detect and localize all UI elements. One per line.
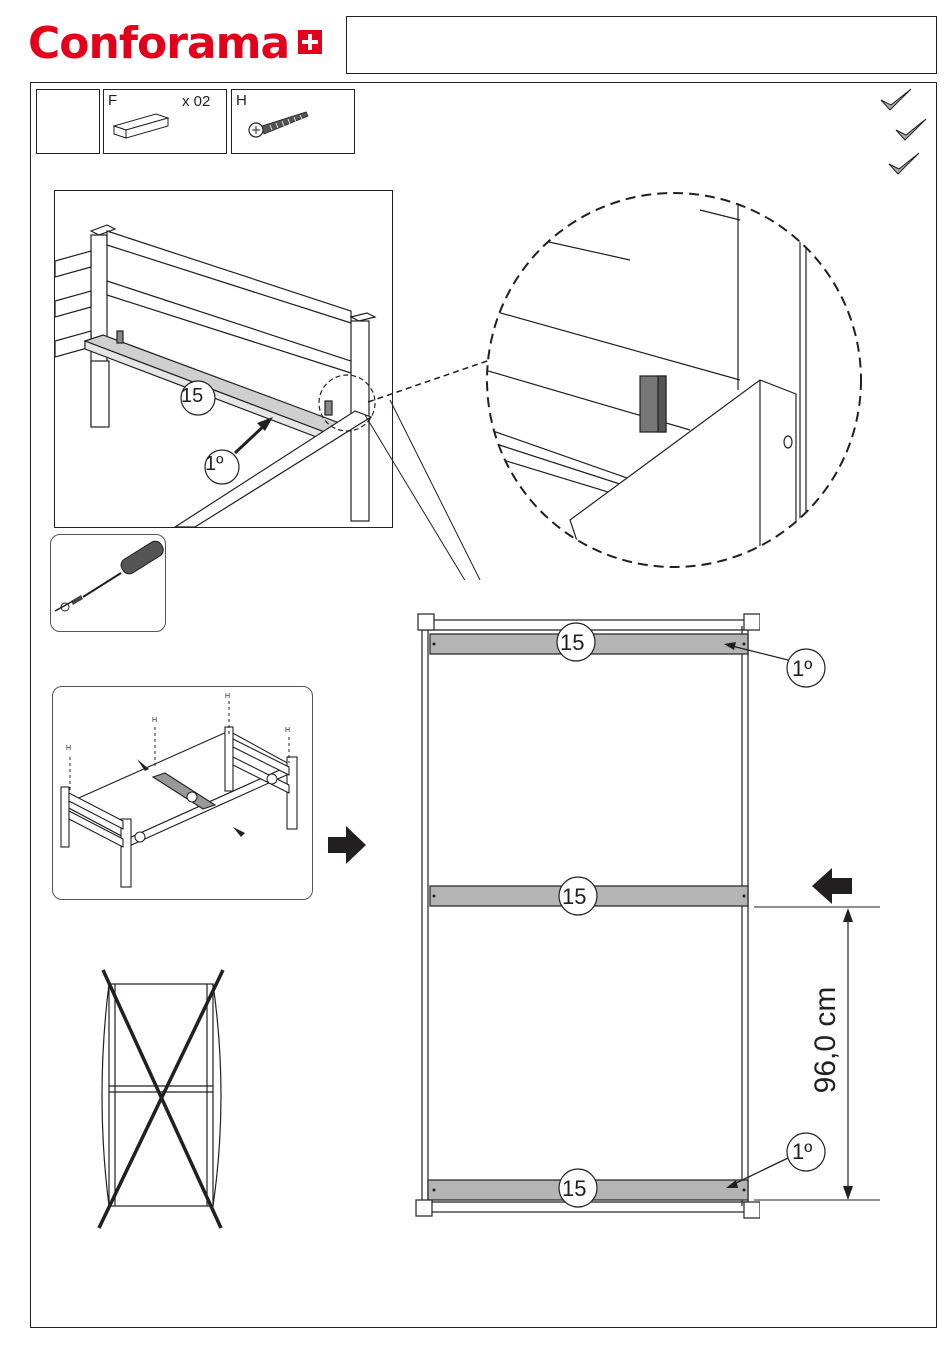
- order-callout-1: 1º: [205, 453, 223, 476]
- bed-frame-top-view: [410, 608, 760, 1224]
- part-cell-h: H: [231, 89, 355, 154]
- screwdriver-icon: [51, 535, 165, 631]
- magnified-detail: [360, 180, 880, 580]
- order-label-top: 1º: [792, 656, 812, 682]
- dimension-label: 96,0 cm: [806, 960, 846, 1120]
- title-box: [346, 16, 937, 74]
- screw-label: H: [152, 717, 157, 724]
- swiss-cross-icon: [298, 30, 322, 54]
- corner-post: [418, 614, 434, 630]
- screw-label: H: [285, 727, 290, 734]
- part-callout-15-middle: 15: [562, 884, 586, 910]
- check-icon: [878, 86, 914, 116]
- screw-label: H: [225, 693, 230, 700]
- screw-label: H: [66, 745, 71, 752]
- arrow-left-icon: [812, 868, 852, 904]
- part-cell-f: F x 02: [103, 89, 227, 154]
- detail-panel: [54, 190, 393, 528]
- part-callout-15: 15: [181, 385, 203, 408]
- screw-icon: [240, 104, 320, 144]
- part-callout-15-top: 15: [560, 630, 584, 656]
- corner-post: [744, 614, 760, 630]
- tool-panel: [50, 534, 166, 632]
- headboard-perspective-illustration: [55, 191, 392, 527]
- incorrect-layout-crossed: [95, 966, 230, 1232]
- check-icon: [886, 150, 922, 180]
- dowel-icon: [110, 102, 180, 142]
- part-callout-15-bottom: 15: [562, 1176, 586, 1202]
- brand-logo: Conforama: [28, 22, 289, 66]
- corner-post: [416, 1200, 432, 1216]
- order-callout-top: [716, 630, 836, 700]
- arrow-right-icon: [328, 826, 366, 864]
- part-quantity-f: x 02: [182, 93, 210, 110]
- step-number-cell: [36, 89, 100, 154]
- check-icon: [893, 116, 929, 146]
- bed-frame-overview-illustration: [53, 687, 312, 899]
- assembly-overview-panel: H H H H: [52, 686, 313, 900]
